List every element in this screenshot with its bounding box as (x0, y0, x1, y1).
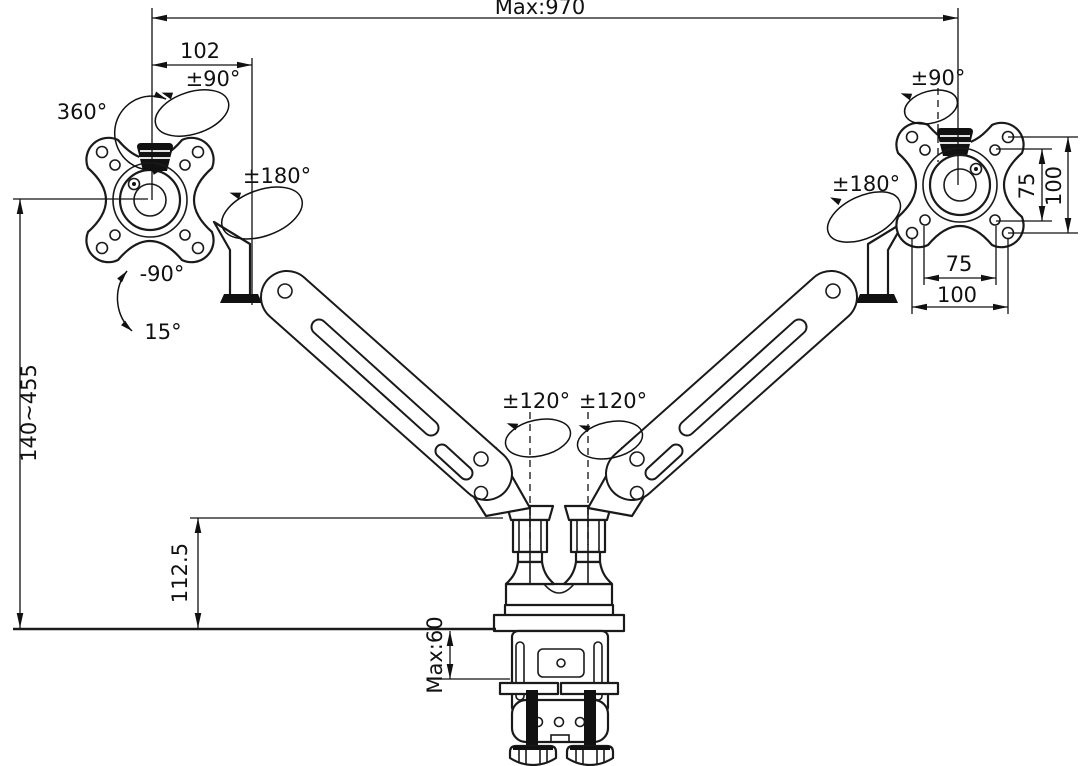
dim-height-range: 140~455 (13, 198, 148, 628)
vesa-100-vertical-label: 100 (1042, 166, 1066, 206)
dim-desk-thickness: Max:60 (423, 616, 510, 694)
rotation-360-label: 360° (57, 100, 108, 124)
left-arm (214, 222, 530, 516)
desk-clamp (498, 629, 620, 766)
clamp-knob-left (508, 744, 558, 766)
dim-pole-height: 112.5 (168, 517, 503, 628)
swivel-left-90: ±90° (154, 67, 241, 137)
arm-swivel-right-180-label: ±180° (832, 172, 900, 196)
arm-swivel-left-180-label: ±180° (243, 164, 311, 188)
clamp-screw-rod-right (584, 690, 596, 748)
height-range-label: 140~455 (17, 364, 41, 462)
clamp-knob-right (565, 744, 615, 766)
arm-offset-label: 102 (180, 39, 220, 63)
arm-swivel-right-180: ±180° (826, 172, 902, 243)
vesa-75-vertical-label: 75 (1015, 173, 1039, 200)
pole-flange-lower (492, 613, 626, 633)
arm-swivel-left-180: ±180° (221, 164, 311, 240)
dim-vesa-horizontal: 75 100 (911, 226, 1009, 314)
base-swivel-right-label: ±120° (579, 389, 647, 413)
tilt-range: -90° 15° (116, 262, 185, 344)
max-width-label: Max:970 (495, 0, 586, 19)
desk-thickness-label: Max:60 (423, 616, 447, 693)
tilt-up-label: -90° (140, 262, 185, 286)
clamp-face-recess (537, 648, 585, 678)
tilt-down-label: 15° (144, 320, 181, 344)
dim-arm-offset: 102 (152, 39, 253, 305)
pole-assembly (492, 582, 626, 633)
left-vesa-plate (85, 136, 215, 264)
rotation-360: 360° (57, 91, 167, 175)
pole-height-label: 112.5 (168, 543, 192, 603)
base-swivel-left-label: ±120° (502, 389, 570, 413)
swivel-right-90-label: ±90° (911, 66, 966, 90)
dim-vesa-vertical: 75 100 (996, 136, 1078, 234)
swivel-left-90-label: ±90° (186, 67, 241, 91)
vesa-100-horizontal-label: 100 (937, 283, 977, 307)
swivel-right-90: ±90° (900, 66, 966, 162)
clamp-screw-rod-left (526, 690, 538, 748)
base-swivel-left-120: ±120° (502, 389, 572, 545)
base-swivel-right-120: ±120° (576, 389, 647, 545)
right-vesa-plate (895, 121, 1025, 249)
vesa-75-horizontal-label: 75 (946, 252, 973, 276)
right-arm (588, 222, 904, 516)
